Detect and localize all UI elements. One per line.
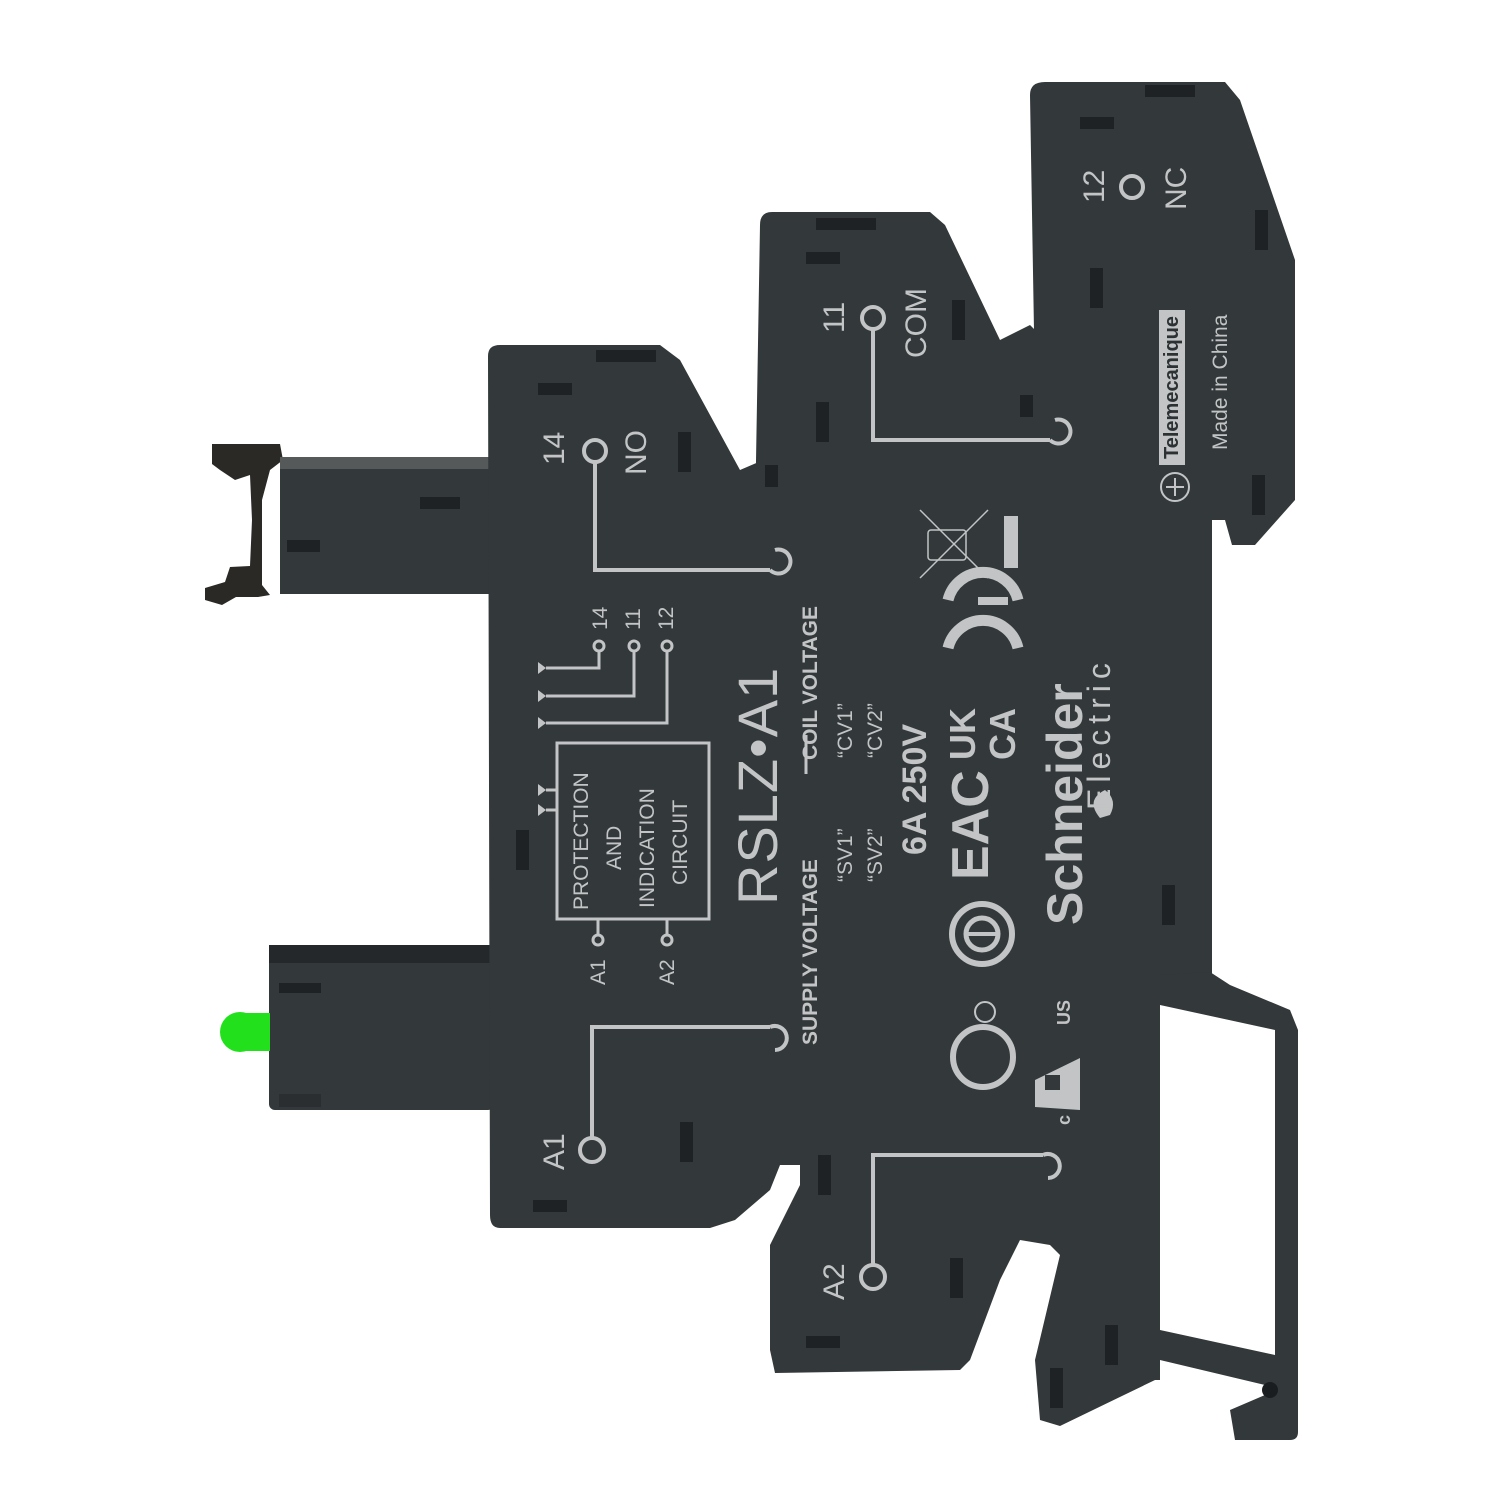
ul-mark-icon: [1035, 1058, 1080, 1110]
sub-brand-badge: Telemecanique: [1159, 309, 1185, 465]
wiring-schematic: [546, 639, 808, 947]
schematic-box-line-4: CIRCUIT: [669, 799, 692, 885]
coil-voltage-header: COIL VOLTAGE: [799, 605, 822, 760]
schematic-contact-11: 11: [622, 608, 645, 630]
din-clip-bottom: [1160, 972, 1298, 1440]
supply-voltage-header: SUPPLY VOLTAGE: [799, 859, 822, 1045]
main-housing: [488, 82, 1295, 1426]
sub-brand-name: Telemecanique: [1159, 309, 1185, 465]
led-housing: [269, 945, 494, 1110]
coil-value-2: “CV2”: [864, 703, 887, 758]
terminal-nc-label: NC: [1160, 166, 1193, 210]
brand-subtitle: Electric: [1081, 657, 1117, 810]
coil-value-1: “CV1”: [834, 703, 857, 758]
schematic-contact-12: 12: [655, 606, 678, 630]
din-clip-top: [205, 444, 495, 605]
terminal-12-number: 12: [1078, 169, 1111, 203]
schematic-box-line-1: PROTECTION: [570, 772, 593, 910]
terminal-com-label: COM: [900, 288, 933, 358]
schematic-box-line-3: INDICATION: [636, 788, 659, 908]
eac-mark: EAC: [942, 770, 1000, 880]
origin-label: Made in China: [1209, 314, 1232, 450]
csa-mark-icon: [950, 1001, 1016, 1090]
schematic-coil-a1: A1: [587, 959, 610, 985]
supply-value-2: “SV2”: [864, 828, 887, 882]
terminal-a2-label: A2: [818, 1263, 851, 1300]
terminal-a1-label: A1: [538, 1133, 571, 1170]
recycle-e-icon: [949, 901, 1015, 967]
terminal-no-label: NO: [620, 430, 653, 475]
terminal-11-number: 11: [818, 301, 851, 333]
model-number: RSLZ•A1: [726, 666, 789, 905]
ce-mark-icon: [942, 566, 1024, 650]
ukca-mark-bottom: CA: [982, 708, 1023, 760]
ukca-mark-top: UK: [942, 708, 983, 760]
schematic-contact-14: 14: [589, 606, 612, 630]
weee-icon: [919, 509, 989, 579]
schematic-coil-a2: A2: [656, 959, 679, 985]
supply-value-1: “SV1”: [834, 828, 857, 882]
telemecanique-logo-icon: [1160, 472, 1190, 502]
schematic-box-line-2: AND: [603, 825, 626, 870]
ul-c-label: c: [1054, 1114, 1074, 1125]
ul-us-label: US: [1054, 999, 1074, 1025]
schneider-logo-icon: [1093, 790, 1114, 818]
terminal-14-number: 14: [538, 431, 571, 465]
rating-label: 6A 250V: [896, 723, 934, 855]
terminal-wiring: [578, 174, 1145, 1291]
